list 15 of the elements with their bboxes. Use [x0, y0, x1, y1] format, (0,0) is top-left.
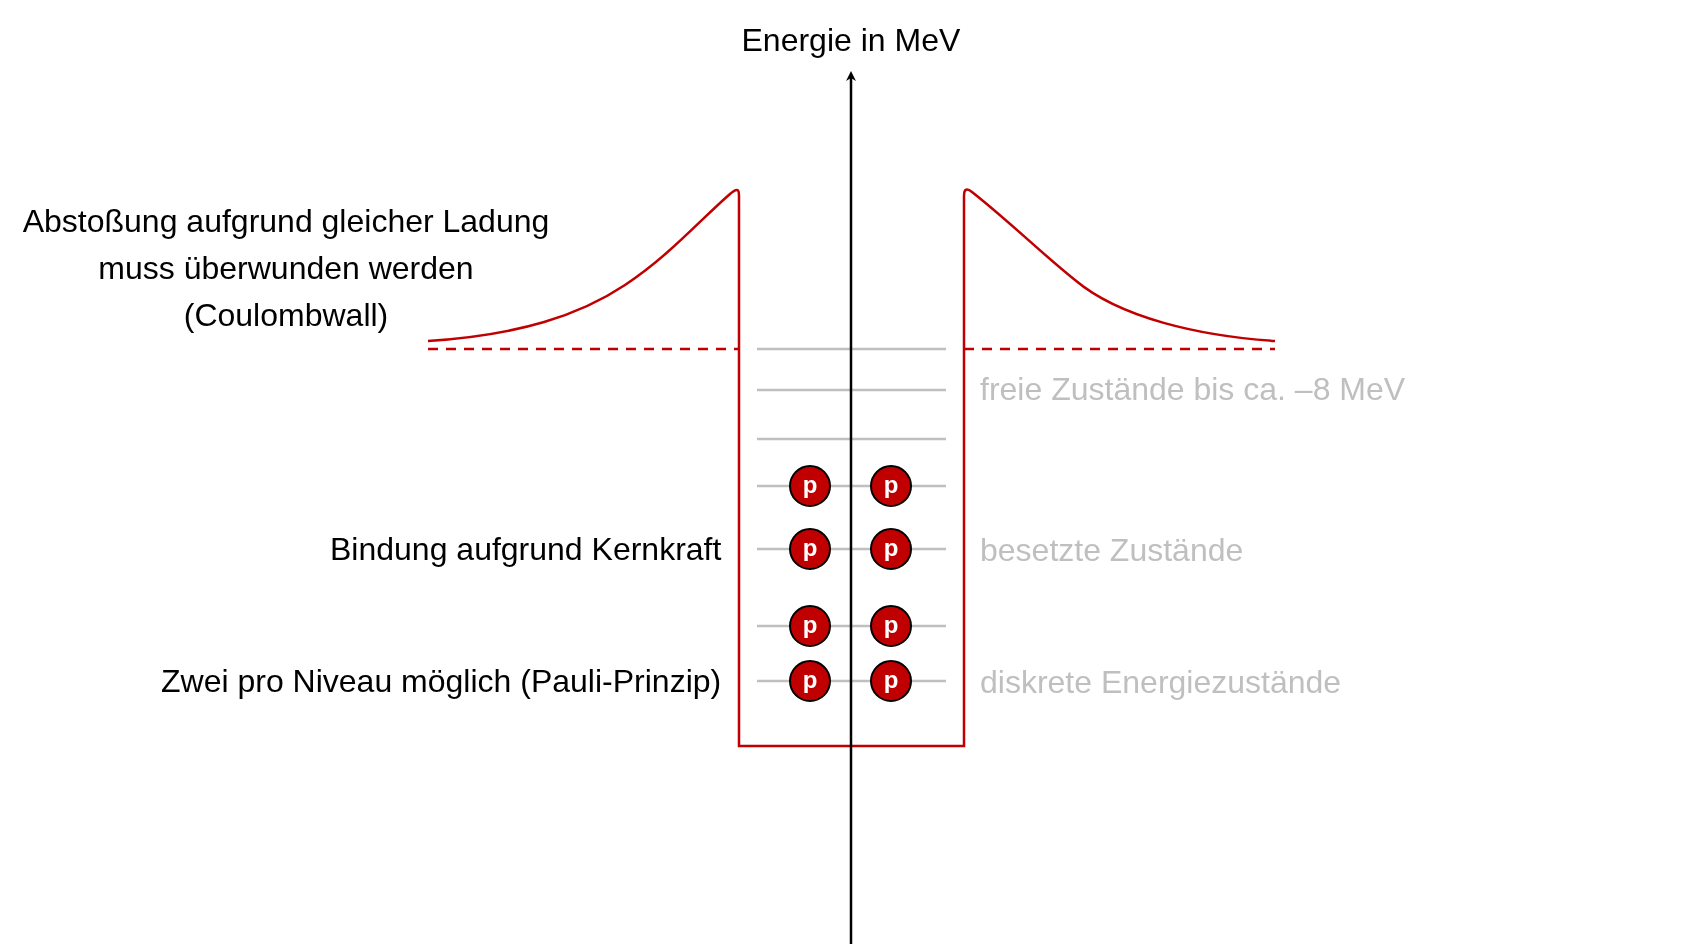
- proton-circle: p: [789, 465, 831, 507]
- proton-circle: p: [789, 605, 831, 647]
- proton-circle: p: [870, 528, 912, 570]
- annotation-text: freie Zustände bis ca. –8 MeV: [980, 370, 1406, 409]
- proton-circle: p: [870, 605, 912, 647]
- annotation-text: diskrete Energiezustände: [980, 663, 1342, 702]
- annotation-text: besetzte Zustände: [980, 531, 1244, 570]
- proton-circle: p: [789, 528, 831, 570]
- axis-label: Energie in MeV: [741, 21, 961, 60]
- proton-circle: p: [789, 660, 831, 702]
- proton-circle: p: [870, 660, 912, 702]
- annotation-text: Abstoßung aufgrund gleicher Ladung muss überwunden werden (Coulombwall): [21, 202, 551, 335]
- proton-circle: p: [870, 465, 912, 507]
- annotation-text: Zwei pro Niveau möglich (Pauli-Prinzip): [161, 662, 722, 701]
- annotation-text: Bindung aufgrund Kernkraft: [330, 530, 722, 569]
